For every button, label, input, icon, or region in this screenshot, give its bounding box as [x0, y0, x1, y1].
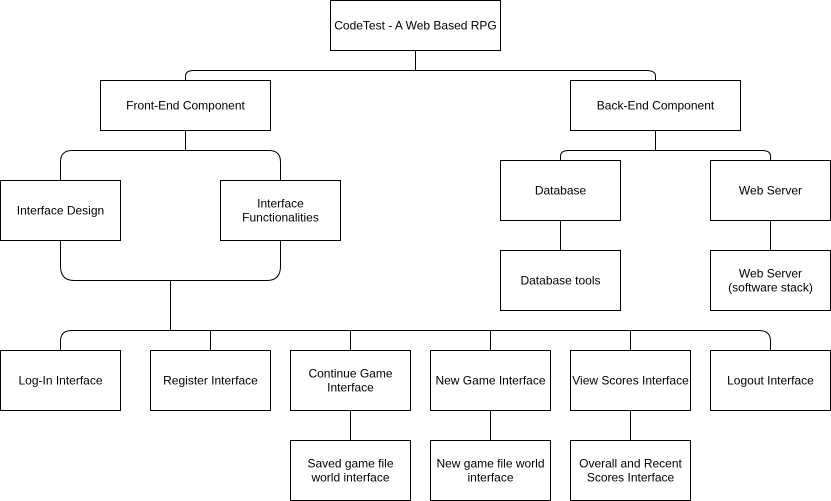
node-label: Interface	[327, 381, 374, 395]
node-box	[570, 440, 691, 501]
node-label: Web Server	[739, 184, 802, 198]
node-web-server: Web Server	[710, 160, 831, 221]
connector-line	[185, 150, 281, 180]
node-web-server-stack: Web Server(software stack)	[710, 250, 831, 311]
node-box	[0, 180, 121, 241]
node-label: interface	[467, 471, 513, 485]
connector-line	[185, 50, 416, 80]
node-box	[220, 180, 341, 241]
node-label: New Game Interface	[435, 374, 545, 388]
node-label: Database tools	[520, 274, 600, 288]
connector-line	[60, 240, 281, 281]
node-root: CodeTest - A Web Based RPG	[330, 0, 501, 51]
node-backend: Back-End Component	[570, 80, 741, 131]
node-label: Front-End Component	[126, 99, 245, 113]
node-label: Interface	[257, 197, 304, 211]
node-label: CodeTest - A Web Based RPG	[334, 19, 497, 33]
connector-line	[655, 150, 771, 160]
node-label: Back-End Component	[597, 99, 715, 113]
node-register: Register Interface	[150, 350, 271, 411]
node-label: View Scores Interface	[572, 374, 689, 388]
node-label: Overall and Recent	[579, 457, 682, 471]
node-label: Logout Interface	[727, 374, 814, 388]
node-new-game: New Game Interface	[430, 350, 551, 411]
node-box	[150, 350, 271, 411]
node-box	[500, 160, 621, 221]
node-view-scores: View Scores Interface	[570, 350, 691, 411]
node-database-tools: Database tools	[500, 250, 621, 311]
node-box	[430, 440, 551, 501]
connector-line	[60, 130, 186, 180]
node-box	[710, 160, 831, 221]
node-label: Interface Design	[17, 204, 104, 218]
node-label: (software stack)	[728, 281, 813, 295]
node-box	[290, 440, 411, 501]
node-label: Register Interface	[163, 374, 258, 388]
connector-line	[60, 330, 771, 350]
node-database: Database	[500, 160, 621, 221]
node-box	[500, 250, 621, 311]
connector-line	[415, 70, 656, 80]
node-box	[570, 350, 691, 411]
node-box	[290, 350, 411, 411]
node-label: Log-In Interface	[18, 374, 102, 388]
node-interface-design: Interface Design	[0, 180, 121, 241]
node-frontend: Front-End Component	[100, 80, 271, 131]
connector-lines	[60, 50, 771, 440]
node-box	[710, 350, 831, 411]
node-label: Database	[535, 184, 587, 198]
node-label: Saved game file	[307, 457, 393, 471]
node-label: world interface	[310, 471, 389, 485]
node-logout: Logout Interface	[710, 350, 831, 411]
node-label: New game file world	[436, 457, 544, 471]
node-label: Continue Game	[308, 367, 392, 381]
node-box	[100, 80, 271, 131]
node-label: Scores Interface	[587, 471, 675, 485]
node-login: Log-In Interface	[0, 350, 121, 411]
node-box	[570, 80, 741, 131]
node-label: Web Server	[739, 267, 802, 281]
node-box	[430, 350, 551, 411]
node-label: Functionalities	[242, 211, 319, 225]
connector-line	[560, 130, 656, 160]
node-box	[330, 0, 501, 51]
node-box	[0, 350, 121, 411]
